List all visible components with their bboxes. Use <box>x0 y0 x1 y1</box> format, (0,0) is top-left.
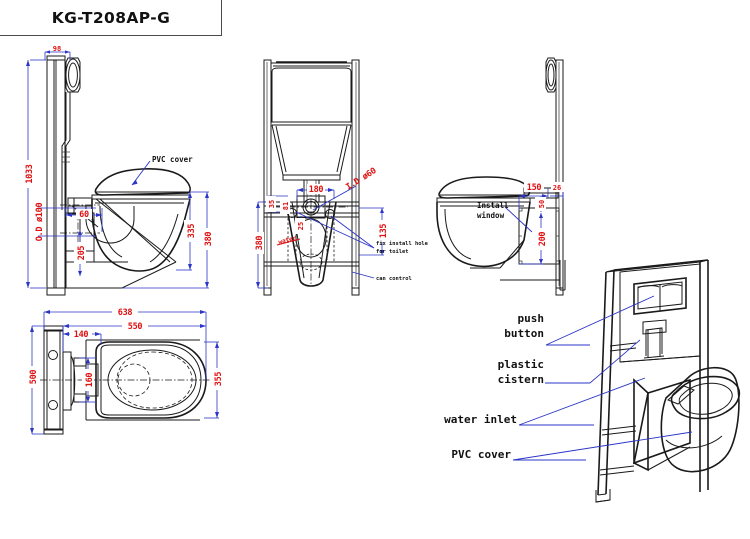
front-fixhole-label-line2: for toilet <box>376 249 408 255</box>
front-elevation-view: 380 180 135 <box>252 59 429 296</box>
front-cancontrol-callout: can control <box>351 271 412 282</box>
front-dim-25: 25 <box>295 216 305 234</box>
side-dim-98: 98 <box>44 45 71 60</box>
front-dim-81-text: 81 <box>282 202 290 210</box>
isometric-assembly-view: push button plastic cistern water inlet <box>444 259 741 503</box>
installwin-dim-26-text: 26 <box>553 184 561 192</box>
front-dim-81: 81 <box>280 198 290 214</box>
side-dim-98-text: 98 <box>53 45 61 53</box>
front-dim-135: 135 <box>359 207 389 256</box>
iso-callout-push-button: push button <box>504 295 655 346</box>
installwin-dim-200-text: 200 <box>538 232 548 247</box>
plan-dim-500-text: 500 <box>29 370 39 385</box>
plan-dim-550-text: 550 <box>128 322 143 332</box>
front-dim-180-text: 180 <box>309 185 324 195</box>
plan-dim-160-text: 160 <box>85 373 95 388</box>
front-water-label: water <box>278 235 298 246</box>
iso-frame-geometry <box>500 259 741 503</box>
side-dim-380: 380 <box>122 191 214 289</box>
front-dim-35-text: 35 <box>268 200 276 208</box>
side-pvc-cover-callout: PVC cover <box>131 155 193 186</box>
front-water-callout: water <box>276 235 301 246</box>
plan-view: 638 550 140 <box>26 306 224 435</box>
plan-dim-550: 550 <box>62 320 206 352</box>
iso-callout-pvc-cover: PVC cover <box>451 431 693 461</box>
side-dim-1033: 1033 <box>22 59 46 289</box>
front-frame-geometry <box>263 59 360 296</box>
installwin-label-line2: window <box>477 211 505 220</box>
installwin-dim-50: 50 <box>535 196 546 212</box>
plan-dim-638-text: 638 <box>118 308 133 318</box>
front-fixhole-callout: fix install hole for toilet <box>295 211 429 255</box>
side-dim-60: 60 <box>65 208 103 232</box>
plan-dim-355: 355 <box>204 341 224 419</box>
front-cancontrol-label: can control <box>376 276 412 282</box>
side-dim-335: 335 <box>176 192 197 271</box>
side-dim-205-text: 205 <box>77 246 87 261</box>
installwin-dim-26: 26 <box>550 182 565 198</box>
side-toilet-profile <box>60 168 192 289</box>
iso-callout-plastic-cistern: plastic cistern <box>498 339 641 386</box>
side-dim-205: 205 <box>74 230 87 276</box>
iso-pushbutton-label-line1: push <box>518 312 545 325</box>
iso-pvccover-label: PVC cover <box>451 448 511 461</box>
plan-dim-638: 638 <box>43 306 207 380</box>
side-pvc-cover-label: PVC cover <box>152 155 193 164</box>
installwin-geometry <box>436 57 564 296</box>
title-block: KG-T208AP-G <box>0 0 222 36</box>
front-dim-25-text: 25 <box>297 222 305 230</box>
front-dim-380: 380 <box>252 201 272 289</box>
side-dim-60-text: 60 <box>79 210 89 220</box>
front-id60-label: I.D ø60 <box>344 166 378 192</box>
iso-cistern-label-line1: plastic <box>498 358 544 371</box>
side-elevation-view: PVC cover O.D ø100 1033 <box>22 45 214 296</box>
installwin-dim-150-text: 150 <box>527 183 542 193</box>
plan-dim-140-text: 140 <box>74 330 89 340</box>
side-dim-335-text: 335 <box>187 224 197 239</box>
plan-dim-355-text: 355 <box>214 372 224 387</box>
side-od-label-group: O.D ø100 <box>35 203 96 242</box>
front-fixhole-label-line1: fix install hole <box>376 241 429 247</box>
plan-dim-500: 500 <box>26 325 44 435</box>
install-window-view: Install window 150 26 <box>436 57 565 296</box>
side-frame-geometry <box>46 55 81 296</box>
front-dim-180: 180 <box>296 184 335 199</box>
iso-pushbutton-label-line2: button <box>504 327 544 340</box>
front-dim-380-text: 380 <box>255 236 265 251</box>
installwin-callout: Install window <box>477 201 533 233</box>
plan-dim-160: 160 <box>79 357 96 403</box>
plan-dim-140: 140 <box>63 328 102 345</box>
side-od-label: O.D ø100 <box>35 203 45 242</box>
installwin-dim-50-text: 50 <box>538 200 546 208</box>
iso-waterinlet-label: water inlet <box>444 413 517 426</box>
side-dim-1033-text: 1033 <box>25 164 35 183</box>
plan-geometry <box>40 325 210 435</box>
side-dim-380-text: 380 <box>204 232 214 247</box>
drawing-title: KG-T208AP-G <box>51 9 171 27</box>
installwin-dim-150: 150 <box>518 182 549 210</box>
front-dim-135-text: 135 <box>379 224 389 239</box>
installwin-label-line1: Install <box>477 201 509 210</box>
iso-callout-water-inlet: water inlet <box>444 377 646 426</box>
iso-cistern-label-line2: cistern <box>498 373 544 386</box>
installwin-dim-200: 200 <box>519 213 548 265</box>
